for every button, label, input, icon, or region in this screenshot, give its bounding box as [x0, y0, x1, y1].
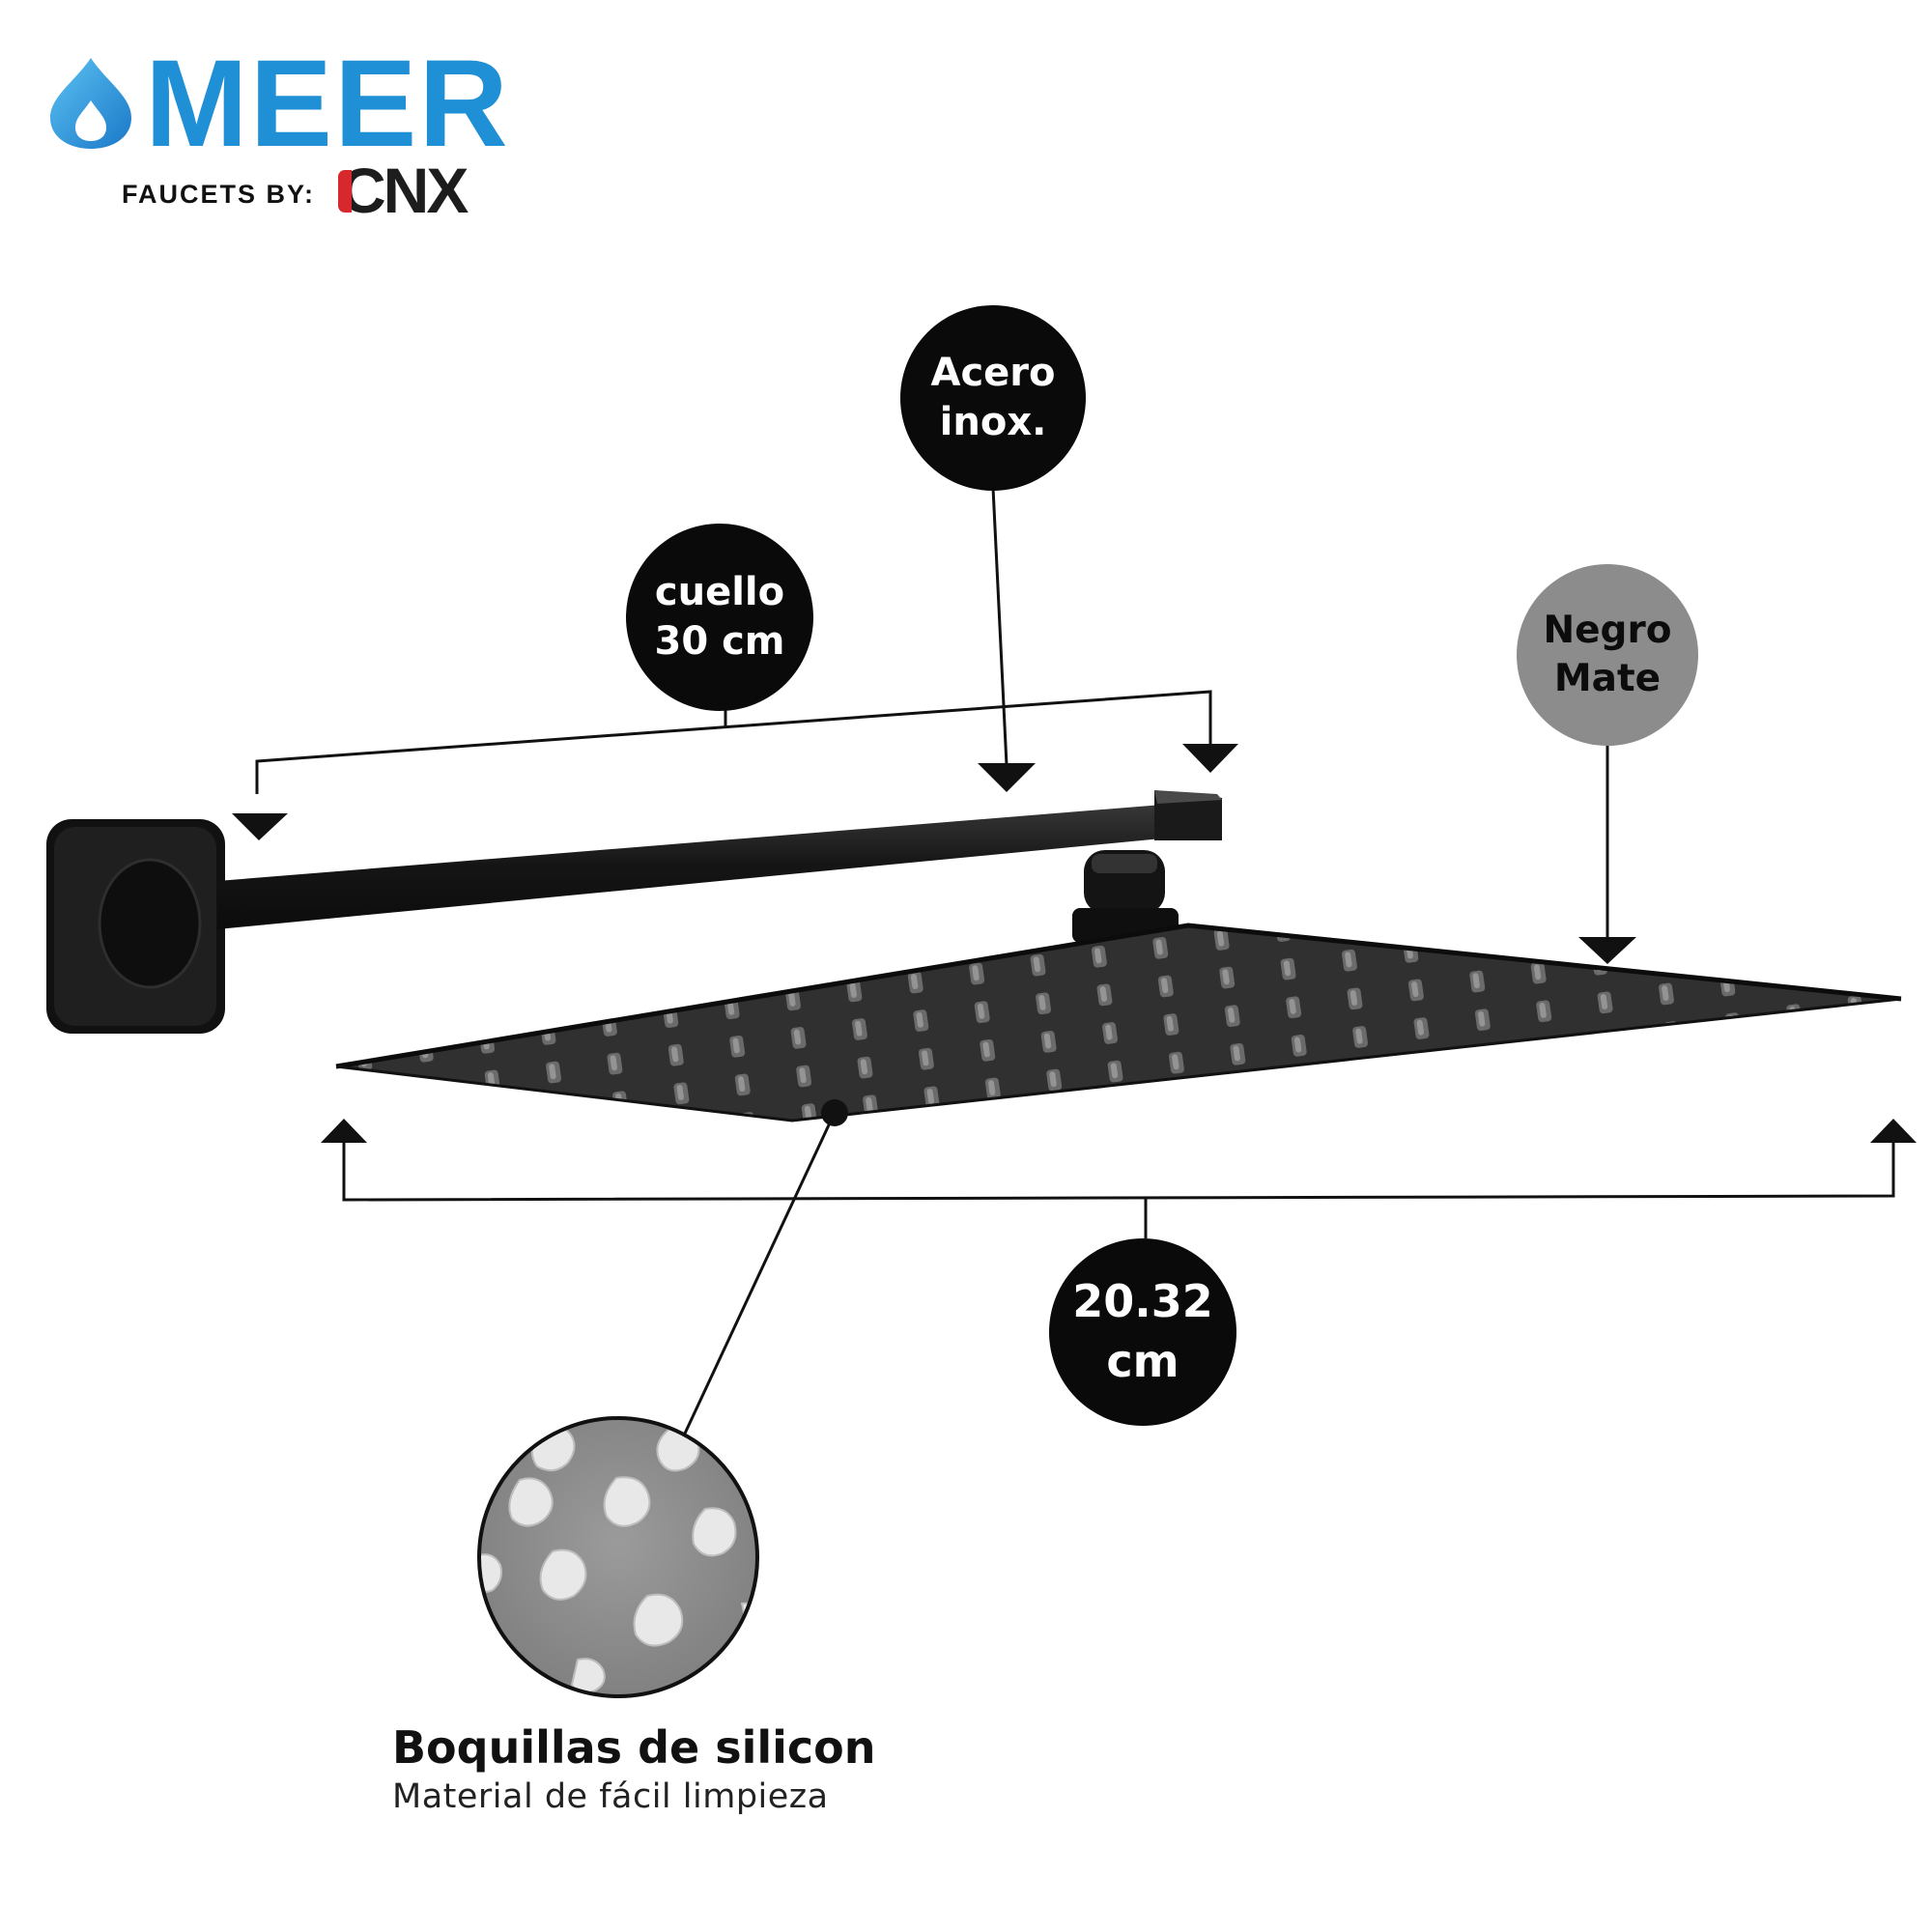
finish-callout: Negro Mate [1517, 564, 1698, 746]
material-leader-line [991, 487, 1009, 766]
brand-tagline: FAUCETS BY: [122, 180, 316, 209]
partner-logo: CNX [340, 158, 469, 222]
feature-title: Boquillas de silicon [392, 1721, 876, 1774]
arrow-down-icon [1578, 937, 1636, 964]
width-callout-line-1: 20.32 [1072, 1275, 1213, 1328]
width-dimension-line [342, 1138, 1895, 1238]
arrow-down-icon [1182, 744, 1238, 773]
neck-length-callout-line-1: cuello [654, 569, 785, 614]
material-callout: Acero inox. [900, 305, 1086, 491]
water-drop-icon [50, 58, 131, 149]
partner-logo-text: CNX [340, 155, 469, 226]
nozzle-pointer-dot [821, 1099, 848, 1126]
material-callout-line-1: Acero [930, 350, 1056, 395]
neck-length-callout-line-2: 30 cm [654, 619, 785, 664]
width-callout: 20.32 cm [1049, 1238, 1236, 1426]
width-callout-line-2: cm [1106, 1335, 1179, 1387]
partner-logo-accent [338, 170, 352, 213]
arrow-up-icon [1870, 1119, 1917, 1143]
neck-dimension-line [255, 690, 1212, 794]
finish-callout-line-2: Mate [1553, 657, 1662, 700]
arrow-up-icon [321, 1119, 367, 1143]
nozzle-leader-line [682, 1116, 835, 1436]
shower-head [335, 923, 1902, 1122]
arrow-down-icon [978, 763, 1036, 792]
finish-callout-line-1: Negro [1543, 609, 1672, 653]
shower-arm [217, 790, 1222, 929]
wall-flange [46, 819, 225, 1034]
feature-subtitle: Material de fácil limpieza [392, 1777, 829, 1816]
brand-logo-text: MEER [145, 35, 510, 173]
material-callout-line-2: inox. [939, 400, 1047, 444]
neck-length-callout: cuello 30 cm [626, 524, 813, 711]
nozzle-zoom-detail [477, 1416, 759, 1698]
arrow-down-icon [232, 813, 288, 840]
